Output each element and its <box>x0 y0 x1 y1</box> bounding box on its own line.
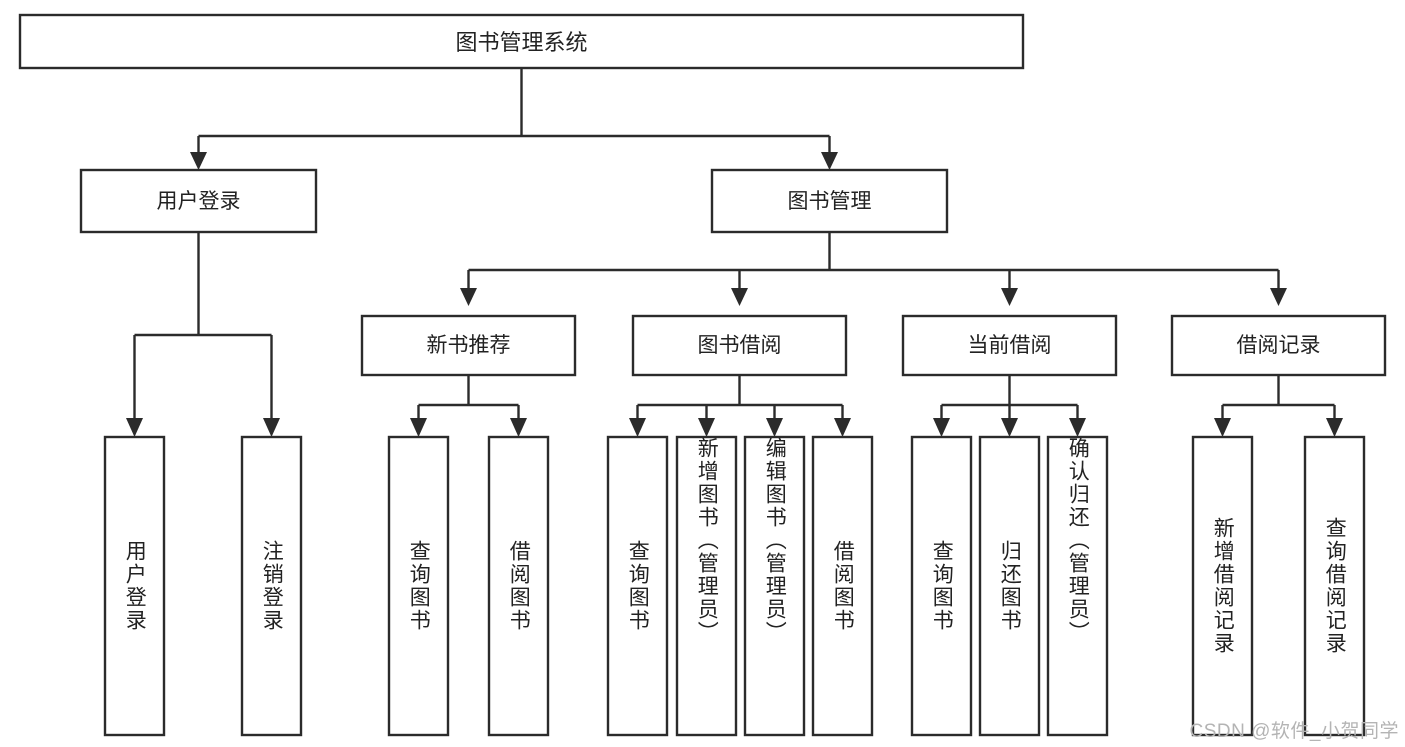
node-leaf-borrow-book-1-box[interactable] <box>487 435 550 737</box>
node-leaf-add-book-box[interactable] <box>675 435 738 737</box>
node-new-book-rec[interactable]: 新书推荐 <box>360 314 577 377</box>
node-leaf-query-book-2-box[interactable] <box>606 435 669 737</box>
connector-group <box>126 68 1343 437</box>
node-leaf-return-book-box[interactable] <box>978 435 1041 737</box>
node-current-borrow-label: 当前借阅 <box>968 334 1052 357</box>
arrow-head-current-borrow <box>1001 288 1018 306</box>
node-new-book-rec-box[interactable] <box>360 314 577 377</box>
arrow-head-leaf-add-book <box>698 418 715 437</box>
arrow-head-leaf-query-book-1 <box>410 418 427 437</box>
node-current-borrow[interactable]: 当前借阅 <box>901 314 1118 377</box>
node-leaf-borrow-book-2-box[interactable] <box>811 435 874 737</box>
arrow-head-leaf-query-book-2 <box>629 418 646 437</box>
arrow-head-book-manage <box>821 152 838 170</box>
node-book-manage[interactable]: 图书管理 <box>710 168 949 234</box>
arrow-head-book-borrow <box>731 288 748 306</box>
node-leaf-query-book-1-box[interactable] <box>387 435 450 737</box>
arrow-head-leaf-query-record <box>1326 418 1343 437</box>
node-user-login-box[interactable] <box>79 168 318 234</box>
node-root[interactable]: 图书管理系统 <box>18 13 1025 70</box>
arrow-head-leaf-logout <box>263 418 280 437</box>
node-current-borrow-box[interactable] <box>901 314 1118 377</box>
arrow-head-new-book-rec <box>460 288 477 306</box>
node-user-login[interactable]: 用户登录 <box>79 168 318 234</box>
node-leaf-add-record-box[interactable] <box>1191 435 1254 737</box>
arrow-head-borrow-record <box>1270 288 1287 306</box>
arrow-head-leaf-query-book-3 <box>933 418 950 437</box>
node-user-login-label: 用户登录 <box>157 190 241 213</box>
arrow-head-leaf-borrow-book-1 <box>510 418 527 437</box>
node-root-label: 图书管理系统 <box>455 30 587 55</box>
node-borrow-record[interactable]: 借阅记录 <box>1170 314 1387 377</box>
arrow-head-leaf-edit-book <box>766 418 783 437</box>
leaf-box-group <box>103 435 1366 737</box>
node-leaf-confirm-return-box[interactable] <box>1046 435 1109 737</box>
arrow-head-leaf-return-book <box>1001 418 1018 437</box>
node-leaf-query-record-box[interactable] <box>1303 435 1366 737</box>
arrow-head-leaf-borrow-book-2 <box>834 418 851 437</box>
csdn-watermark: CSDN @软件_小贺同学 <box>1189 721 1399 742</box>
node-new-book-rec-label: 新书推荐 <box>427 334 511 357</box>
arrow-head-leaf-confirm-return <box>1069 418 1086 437</box>
node-book-borrow[interactable]: 图书借阅 <box>631 314 848 377</box>
node-borrow-record-label: 借阅记录 <box>1237 334 1321 357</box>
arrow-head-leaf-user-login <box>126 418 143 437</box>
arrow-head-user-login <box>190 152 207 170</box>
node-book-borrow-box[interactable] <box>631 314 848 377</box>
node-root-box[interactable] <box>18 13 1025 70</box>
node-book-manage-box[interactable] <box>710 168 949 234</box>
node-leaf-query-book-3-box[interactable] <box>910 435 973 737</box>
node-borrow-record-box[interactable] <box>1170 314 1387 377</box>
arrow-head-leaf-add-record <box>1214 418 1231 437</box>
node-book-manage-label: 图书管理 <box>788 190 872 213</box>
node-book-borrow-label: 图书借阅 <box>698 334 782 357</box>
node-leaf-edit-book-box[interactable] <box>743 435 806 737</box>
node-leaf-logout-box[interactable] <box>240 435 303 737</box>
node-leaf-user-login-box[interactable] <box>103 435 166 737</box>
